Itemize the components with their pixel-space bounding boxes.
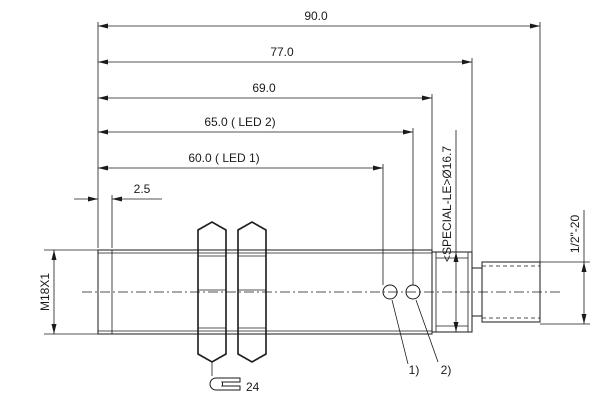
dim-overall-length-label: 90.0 [304,9,328,23]
dim-diameter-label: <SPECIAL-LE>Ø16.7 [440,146,454,262]
dim-body-length-label: 77.0 [270,45,294,59]
dim-led2-label: 65.0 ( LED 2) [204,115,275,129]
extension-lines [97,22,541,285]
dim-thread-offset-label: 2.5 [134,182,151,196]
wrench-icon [209,362,241,391]
wrench-size-label: 24 [246,380,260,394]
dim-69 [98,95,432,101]
dim-connector-thread [540,210,590,325]
hex-nut-right [237,221,267,363]
dim-77 [98,59,472,65]
dim-connector-thread-label: 1/2"-20 [568,215,582,254]
dim-90 [98,23,540,29]
sensor-collar [431,251,473,333]
dim-65 [98,129,413,135]
connector-plug [471,261,541,323]
dim-2-5 [74,196,162,202]
dim-thread-diameter [44,249,98,335]
led1-window [382,284,398,300]
dim-led1-label: 60.0 ( LED 1) [188,151,259,165]
led1-leader [391,299,409,365]
dim-60 [98,165,383,171]
led2-leader [415,299,439,363]
led1-callout: 1) [409,363,420,377]
dim-thread-size-label: M18X1 [38,273,52,311]
led2-callout: 2) [441,363,452,377]
led2-window [405,284,421,300]
hex-nut-left [197,221,227,363]
dim-housing-length-label: 69.0 [252,81,276,95]
